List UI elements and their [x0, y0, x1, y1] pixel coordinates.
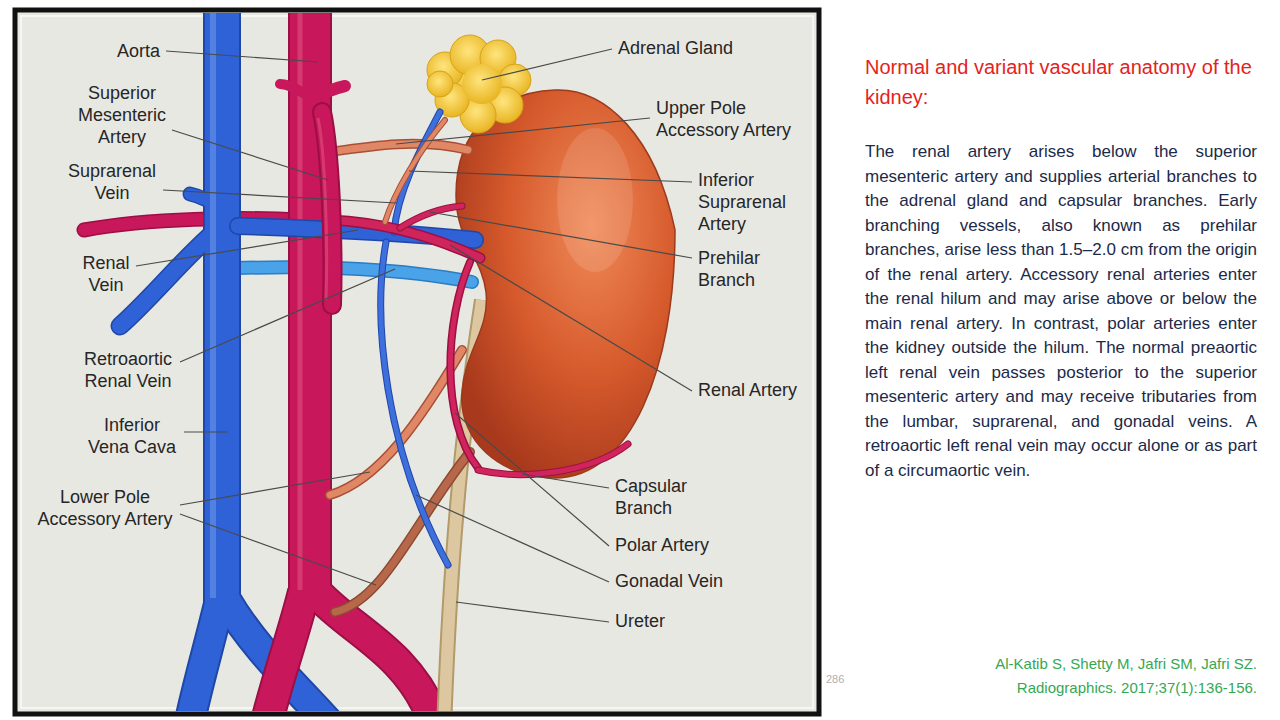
iliac-artery	[265, 592, 304, 711]
iliac-vein	[188, 600, 220, 711]
lower-pole-artery	[335, 452, 470, 612]
part-label-anchor: Superior Mesenteric Artery	[70, 82, 174, 148]
upper-pole-artery	[330, 144, 468, 152]
sma-highlight	[318, 118, 327, 300]
upper-pole-artery	[330, 144, 468, 152]
leader-line	[136, 230, 358, 266]
iliac-vein	[188, 600, 220, 711]
celiac-branch	[312, 86, 345, 100]
leader-line	[163, 190, 396, 203]
part-label-anchor: Suprarenal Vein	[60, 160, 164, 204]
leader-line	[166, 51, 318, 62]
part-label: Gonadal Vein	[615, 570, 723, 592]
part-label-anchor: Prehilar Branch	[698, 247, 788, 291]
leader-line	[180, 472, 370, 505]
part-label-anchor: Upper Pole Accessory Artery	[656, 97, 806, 141]
part-label: Adrenal Gland	[618, 37, 733, 59]
part-label: Prehilar Branch	[698, 247, 788, 291]
kidney	[456, 90, 675, 478]
slide-title-anchor: Normal and variant vascular anatomy of t…	[865, 52, 1265, 112]
ivc	[203, 13, 241, 608]
leader-line	[450, 245, 692, 391]
part-label: Lower Pole Accessory Artery	[25, 486, 185, 530]
citation-anchor: Al-Katib S, Shetty M, Jafri SM, Jafri SZ…	[927, 652, 1257, 700]
part-label: Inferior Vena Cava	[82, 414, 182, 458]
capsular-branch	[478, 444, 628, 474]
polar-artery	[450, 262, 478, 468]
adrenal-gland	[427, 71, 453, 97]
part-label: Capsular Branch	[615, 475, 705, 519]
part-label-anchor: Renal Vein	[71, 252, 141, 296]
part-label: Superior Mesenteric Artery	[70, 82, 174, 148]
leader-line	[396, 118, 650, 144]
leader-line	[409, 171, 692, 182]
part-label-anchor: Polar Artery	[615, 534, 709, 556]
slide-title: Normal and variant vascular anatomy of t…	[865, 52, 1265, 112]
watermark-anchor: 286	[826, 672, 844, 686]
part-label: Suprarenal Vein	[60, 160, 164, 204]
watermark: 286	[826, 672, 844, 686]
citation: Al-Katib S, Shetty M, Jafri SM, Jafri SZ…	[927, 652, 1257, 700]
part-label: Renal Artery	[698, 379, 797, 401]
part-label: Renal Vein	[71, 252, 141, 296]
leader-line	[456, 602, 609, 622]
part-label-anchor: Ureter	[615, 610, 665, 632]
frame-inner-line	[21, 16, 813, 708]
gonadal-vein	[381, 242, 448, 565]
part-label-anchor: Inferior Suprarenal Artery	[698, 169, 798, 235]
body-text-anchor: The renal artery arises below the superi…	[865, 140, 1257, 483]
leader-line	[172, 130, 328, 180]
celiac-branch	[280, 84, 308, 96]
leader-line	[522, 474, 609, 488]
suprarenal-vein	[190, 194, 224, 212]
part-label: Inferior Suprarenal Artery	[698, 169, 798, 235]
leader-line	[455, 413, 609, 546]
prehilar-branch	[400, 206, 462, 228]
adrenal-gland	[462, 64, 502, 104]
part-label-anchor: Lower Pole Accessory Artery	[25, 486, 185, 530]
part-label-anchor: Renal Artery	[698, 379, 797, 401]
lower-pole-artery	[335, 452, 470, 612]
leader-line	[416, 495, 609, 582]
aorta-highlight	[298, 13, 303, 590]
kidney-highlight	[557, 128, 633, 272]
retroaortic-vein	[236, 267, 472, 282]
body-text: The renal artery arises below the superi…	[865, 140, 1257, 483]
leader-line	[430, 212, 692, 258]
prehilar-branch	[400, 206, 462, 228]
figure-frame	[15, 10, 819, 714]
ivc-highlight	[210, 13, 216, 598]
gonadal-vein	[381, 242, 448, 565]
polar-artery	[450, 262, 478, 468]
leader-line	[180, 269, 395, 362]
part-label: Upper Pole Accessory Artery	[656, 97, 806, 141]
leader-line	[482, 49, 612, 80]
part-label: Ureter	[615, 610, 665, 632]
part-label: Retroaortic Renal Vein	[72, 348, 184, 392]
leader-line	[184, 431, 228, 432]
part-label-anchor: Aorta	[60, 40, 160, 62]
iliac-artery	[265, 592, 304, 711]
part-label-anchor: Capsular Branch	[615, 475, 705, 519]
part-label-anchor: Inferior Vena Cava	[82, 414, 182, 458]
retroaortic-vein	[236, 267, 472, 282]
capsular-branch	[478, 444, 628, 474]
part-label: Polar Artery	[615, 534, 709, 556]
part-label-anchor: Adrenal Gland	[618, 37, 733, 59]
part-label-anchor: Gonadal Vein	[615, 570, 723, 592]
part-label-anchor: Retroaortic Renal Vein	[72, 348, 184, 392]
ivc	[205, 13, 239, 608]
part-label: Aorta	[60, 40, 160, 62]
leader-line	[180, 514, 376, 585]
